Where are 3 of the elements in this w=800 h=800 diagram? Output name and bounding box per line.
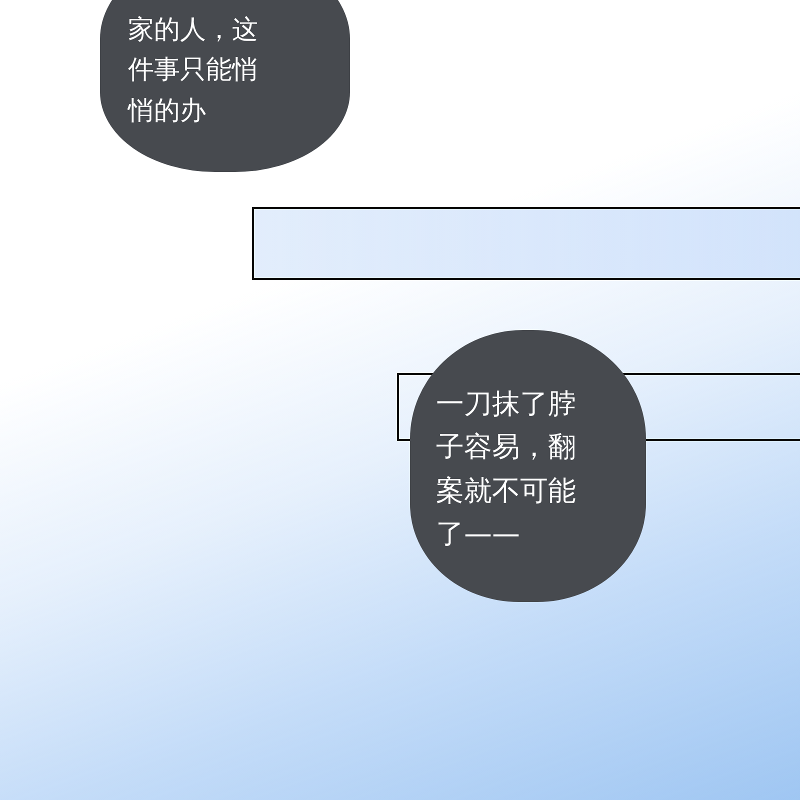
- speech-bubble: [100, 0, 350, 172]
- speech-text: 家的人，这件事只能悄悄的办: [128, 14, 259, 128]
- speech-text: 一刀抹了脖子容易，翻案就不可能了——: [436, 386, 577, 552]
